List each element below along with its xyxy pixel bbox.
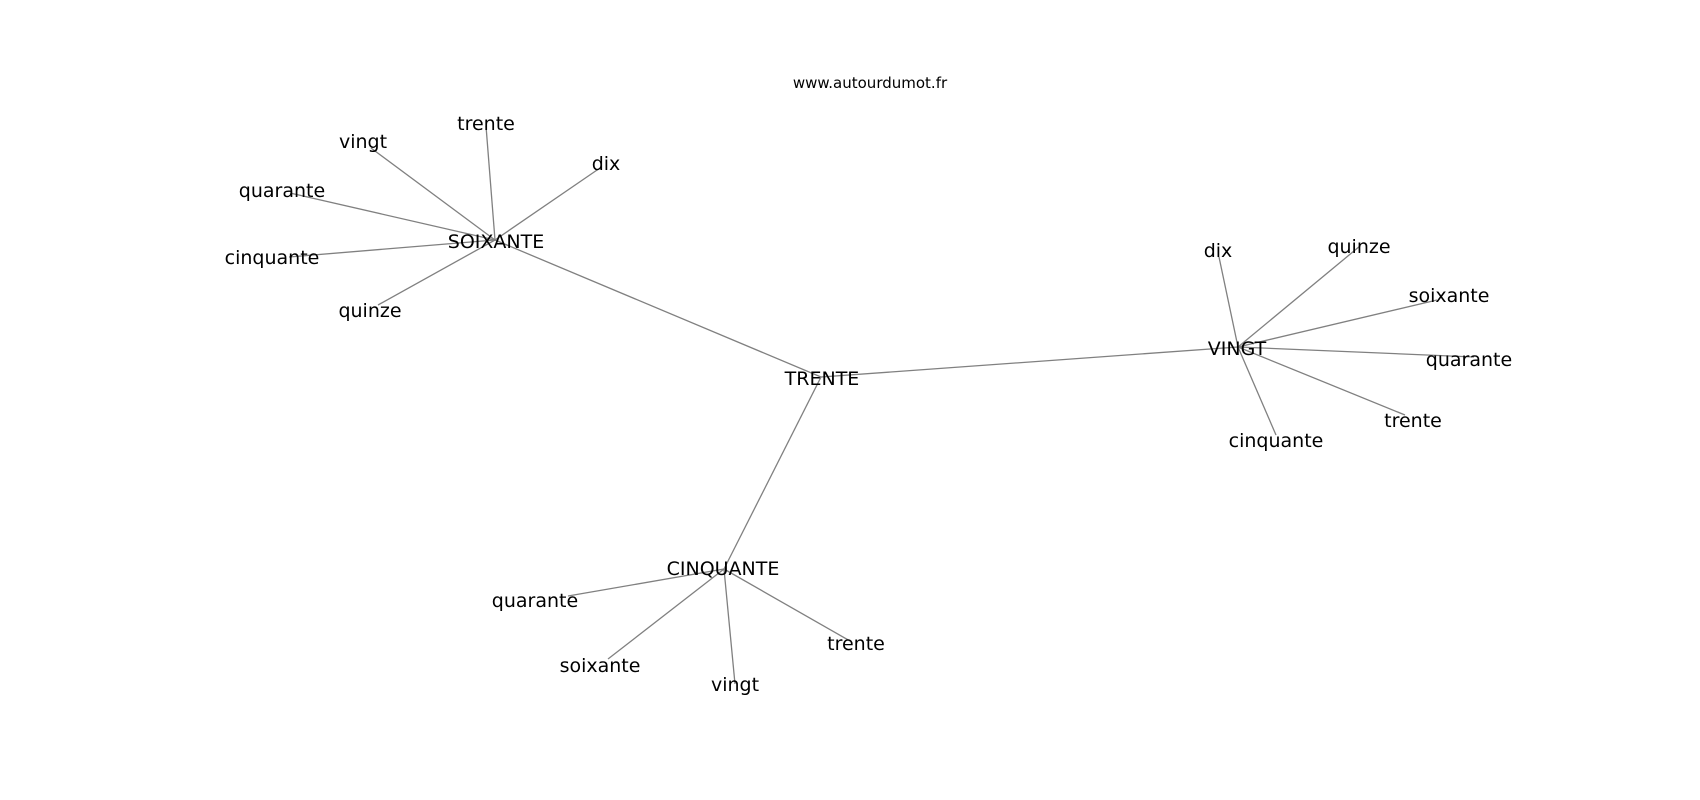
leaf-node-v-quinze: quinze: [1327, 236, 1390, 258]
leaf-node-s-dix: dix: [592, 153, 621, 175]
leaf-node-c-soixante: soixante: [560, 655, 641, 677]
hub-edge-trente-cinquante: [723, 376, 822, 570]
hub-edge-trente-vingt: [820, 346, 1239, 378]
leaf-edge-c-quarante: [567, 568, 725, 597]
leaf-edge-v-quinze: [1237, 245, 1361, 348]
leaf-edge-v-cinquante: [1237, 346, 1277, 436]
graph-edges: [288, 125, 1475, 685]
graph-nodes: TRENTE SOIXANTE VINGT CINQUANTE dix trente vin…: [225, 113, 1513, 696]
leaf-edge-s-trente: [485, 125, 496, 241]
hub-node-soixante: SOIXANTE: [448, 231, 544, 253]
leaf-node-v-quarante: quarante: [1426, 349, 1512, 371]
site-watermark: www.autourdumot.fr: [793, 74, 948, 92]
leaf-node-s-quarante: quarante: [239, 180, 325, 202]
leaf-edge-c-soixante: [607, 568, 725, 660]
leaf-node-s-trente: trente: [457, 113, 515, 135]
leaf-node-v-cinquante: cinquante: [1229, 430, 1324, 452]
leaf-edge-s-quinze: [377, 239, 496, 306]
leaf-edge-c-trente: [723, 568, 851, 642]
leaf-node-s-vingt: vingt: [339, 131, 387, 153]
hub-edge-trente-soixante: [494, 239, 822, 378]
leaf-edge-v-quarante: [1237, 346, 1475, 358]
leaf-node-v-soixante: soixante: [1409, 285, 1490, 307]
leaf-edge-s-dix: [494, 167, 601, 241]
leaf-node-c-vingt: vingt: [711, 674, 759, 696]
leaf-edge-c-vingt: [723, 568, 736, 685]
leaf-edge-v-soixante: [1237, 299, 1438, 348]
leaf-edge-s-quarante: [289, 192, 496, 241]
leaf-node-s-cinquante: cinquante: [225, 247, 320, 269]
leaf-edge-v-trente: [1237, 346, 1406, 416]
hub-node-cinquante: CINQUANTE: [667, 558, 780, 580]
leaf-node-c-trente: trente: [827, 633, 885, 655]
leaf-node-v-trente: trente: [1384, 410, 1442, 432]
hub-node-vingt: VINGT: [1208, 338, 1267, 360]
leaf-node-s-quinze: quinze: [338, 300, 401, 322]
leaf-edge-s-cinquante: [288, 239, 496, 258]
hub-node-trente: TRENTE: [784, 368, 860, 390]
leaf-edge-s-vingt: [370, 147, 496, 241]
leaf-node-v-dix: dix: [1204, 240, 1233, 262]
leaf-node-c-quarante: quarante: [492, 590, 578, 612]
leaf-edge-v-dix: [1218, 256, 1239, 348]
